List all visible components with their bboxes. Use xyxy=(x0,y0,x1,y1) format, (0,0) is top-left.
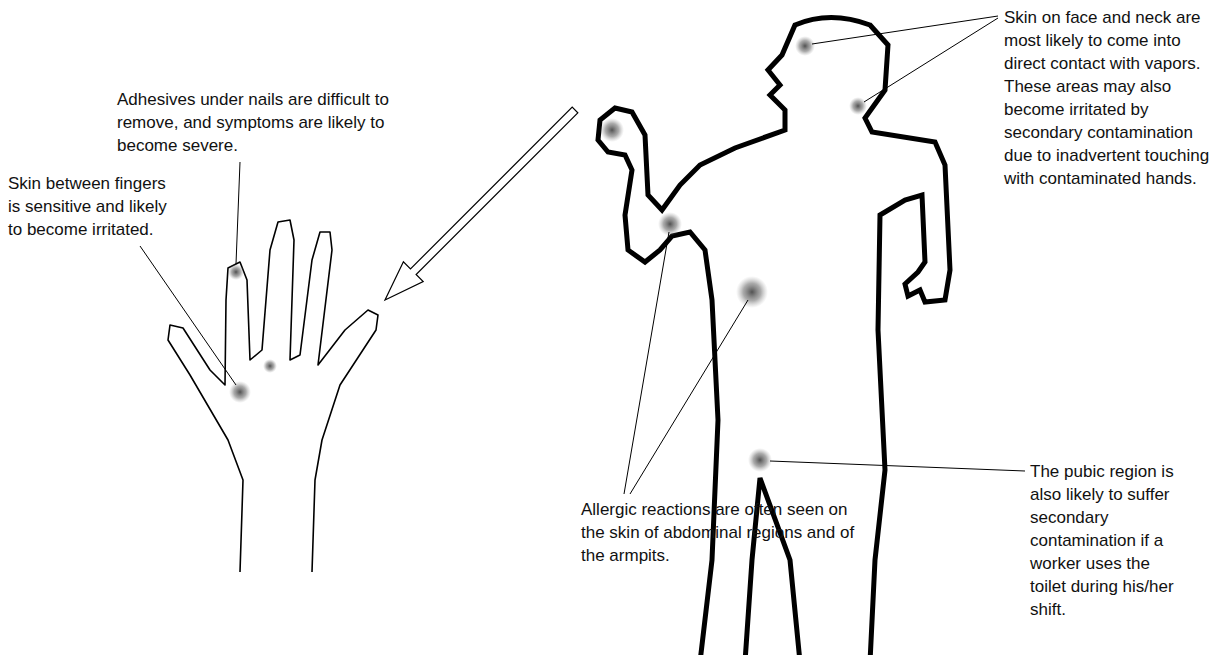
leader-line xyxy=(630,300,748,494)
neck-spot xyxy=(849,97,867,115)
leader-line xyxy=(140,246,236,385)
face-spot xyxy=(795,36,815,56)
abdomen-spot xyxy=(736,276,768,308)
leader-line xyxy=(624,232,669,494)
hand-outline xyxy=(168,220,378,572)
pubic-spot xyxy=(748,448,772,472)
leader-line xyxy=(864,18,998,102)
finger-web-spot xyxy=(229,381,251,403)
hand-spot xyxy=(600,118,624,142)
finger-web-spot xyxy=(263,359,277,373)
leader-line xyxy=(236,162,240,264)
enlarge-arrow xyxy=(385,107,578,300)
annotation-text: Skin on face and neck are most likely to… xyxy=(1004,6,1216,190)
armpit-spot xyxy=(658,212,682,236)
annotation-text: Skin between fingers is sensitive and li… xyxy=(8,172,174,241)
nail-spot xyxy=(228,264,244,280)
annotation-text: Adhesives under nails are difficult to r… xyxy=(117,88,402,157)
leader-line xyxy=(770,461,1025,471)
annotation-text: The pubic region is also likely to suffe… xyxy=(1030,460,1180,621)
leader-line xyxy=(812,16,998,44)
annotation-text: Allergic reactions are often seen on the… xyxy=(581,498,865,567)
